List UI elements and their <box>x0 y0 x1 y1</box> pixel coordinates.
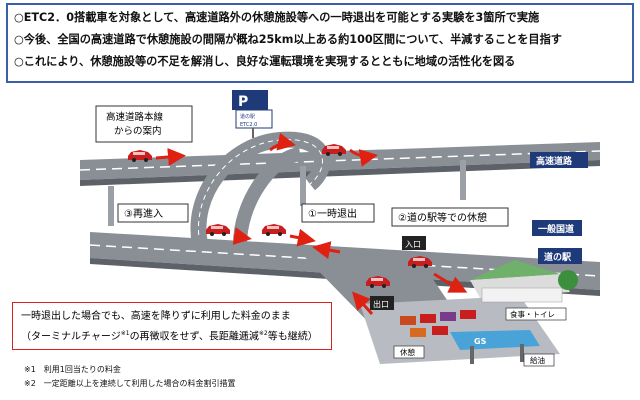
exit-tag: 出口 <box>370 296 394 310</box>
fuel-tag: 給油 <box>523 353 555 367</box>
summary-line-1: ○ETC2．0搭載車を対象として、高速道路外の休憩施設等への一時退出を可能とする… <box>14 11 540 24</box>
guide-line-2: からの案内 <box>114 125 162 137</box>
label-michinoeki: 道の駅 <box>538 248 582 264</box>
sign-text-2: ETC2.0 <box>240 122 257 128</box>
svg-text:給油: 給油 <box>530 355 545 365</box>
svg-text:出口: 出口 <box>373 299 389 309</box>
meal-tag: 食事・トイレ <box>505 307 567 321</box>
svg-text:一般国道: 一般国道 <box>538 223 574 235</box>
toll-note-line-1: 一時退出した場合でも、高速を降りずに利用した料金のまま <box>21 311 291 322</box>
svg-text:休憩: 休憩 <box>400 347 415 357</box>
guide-line-1: 高速道路本線 <box>106 111 164 123</box>
svg-text:入口: 入口 <box>405 240 421 249</box>
step-reentry: ③再進入 <box>117 203 189 223</box>
flow-arrows <box>155 132 468 315</box>
rest-tag: 休憩 <box>393 345 425 359</box>
toll-note-line-2: （ターミナルチャージ※1の再徴収をせず、長距離逓減※2等も継続） <box>21 330 318 343</box>
car-exit <box>262 224 286 236</box>
svg-text:③再進入: ③再進入 <box>124 208 163 220</box>
parking-sign: P 道の駅 ETC2.0 <box>232 90 273 138</box>
svg-text:高速道路: 高速道路 <box>536 155 573 167</box>
toll-note-box: 一時退出した場合でも、高速を降りずに利用した料金のまま （ターミナルチャージ※1… <box>12 302 332 350</box>
step-rest: ②道の駅等での休憩 <box>391 207 509 227</box>
summary-line-3: ○これにより、休憩施設等の不足を解消し、良好な運転環境を実現するとともに地域の活… <box>14 55 516 68</box>
parked-cars <box>400 310 476 337</box>
sign-text-1: 道の駅 <box>240 113 255 120</box>
car-reentry <box>206 224 230 236</box>
guide-callout: 高速道路本線 からの案内 <box>95 105 193 143</box>
summary-box: ○ETC2．0搭載車を対象として、高速道路外の休憩施設等への一時退出を可能とする… <box>6 3 634 83</box>
svg-text:食事・トイレ: 食事・トイレ <box>510 309 555 319</box>
entrance-tag: 入口 <box>402 236 426 250</box>
step-exit: ①一時退出 <box>301 203 375 223</box>
label-highway: 高速道路 <box>530 152 588 168</box>
footnote-1: ※1 利用1回当たりの料金 <box>24 365 121 374</box>
footnote-2: ※2 一定距離以上を連続して利用した場合の料金割引措置 <box>24 379 236 388</box>
gas-station: GS <box>450 330 540 364</box>
gs-label: GS <box>474 337 487 346</box>
label-general-road: 一般国道 <box>532 220 582 236</box>
summary-line-2: ○今後、全国の高速道路で休憩施設の間隔が概ね25km以上ある約100区間について… <box>14 33 562 46</box>
svg-text:①一時退出: ①一時退出 <box>308 207 357 220</box>
sign-p-letter: P <box>238 94 248 110</box>
highway-rest-diagram: GS 高速道路本線 からの案内 P 道の駅 ETC2.0 <box>79 90 601 367</box>
svg-text:道の駅: 道の駅 <box>544 251 572 263</box>
michinoeki-building <box>470 260 578 303</box>
svg-text:②道の駅等での休憩: ②道の駅等での休憩 <box>398 211 487 224</box>
